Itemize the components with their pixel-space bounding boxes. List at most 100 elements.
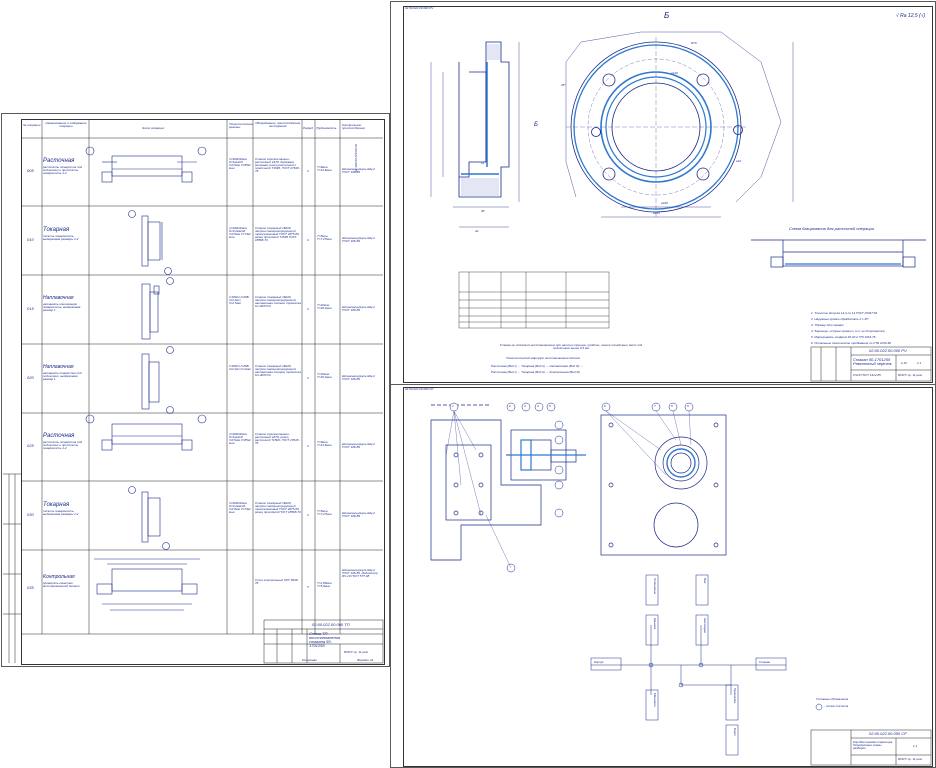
header-control: Контрольное приспособление	[342, 123, 365, 130]
op-desc: точить поверхность, выдерживая размеры 1…	[43, 234, 79, 241]
tree-box-6: Манжета	[653, 693, 657, 707]
op-modes: n=400об/мин S=0,2мм/об t=0,5мм V=74м/мин	[229, 226, 251, 239]
br-frame	[403, 387, 933, 767]
note-4: 4. Заусенцы, острые кромки и т.п. не доп…	[811, 329, 885, 333]
op-num: 035	[27, 585, 34, 590]
dim-inner: ø120	[671, 71, 678, 75]
op-time: Т=5мин Т=7,27мин	[317, 509, 332, 516]
tr-title-group: БГАТУ гр. 11 рем	[898, 373, 922, 377]
top-right-sheet: 02.60.022.00.000 РЧ √ Ra 12,5 (√) Б Б	[390, 1, 936, 385]
op-time: Т=2,68мин Т=5,6мин	[317, 581, 332, 588]
tree-box-2: Подшипник	[653, 578, 657, 595]
br-stamp-code: 02.60.022.00.000 СР	[405, 387, 434, 391]
tree-box-4: Крышка	[653, 618, 657, 630]
callout-1: 1	[452, 404, 454, 408]
br-title-code: 02.60.022.00.000 СР	[869, 731, 907, 736]
note-5: 5. Маркировать шифром 18-20 2.770 1016-7…	[811, 335, 876, 339]
dim-outer: ø184	[653, 211, 660, 215]
op-num: 010	[27, 237, 34, 242]
note-3: 3. *Размер для справок	[811, 323, 844, 327]
op-tooling: Станок горизонтально-расточный 2А78, дер…	[255, 157, 300, 173]
op-modes: n=400об/мин S=0,2мм/об t=0,5мм V=74м/мин	[229, 501, 251, 514]
header-name: Наименование и содержание операции	[45, 121, 87, 128]
callout-6: 6	[604, 404, 606, 408]
op-time: Т=10мин Т=20,4мин	[317, 303, 332, 310]
callout-9: 9	[687, 404, 689, 408]
legend-item: - точка отсчета	[824, 704, 849, 708]
callout-3: 3	[524, 404, 526, 408]
op-desc: точить поверхность, выдерживая размеры 1…	[43, 509, 79, 516]
op-grade: 4	[307, 169, 309, 173]
note-2: 2. Наружные кромки обработать 2 х 45°	[811, 317, 869, 321]
op-desc: наплавить отверстие под подшипник, выдер…	[43, 371, 82, 381]
callout-8: 8	[671, 404, 673, 408]
header-tooling: Оборудование, приспособления, инструмент	[255, 121, 301, 128]
tr-title-scale: 1:1	[917, 361, 922, 365]
op-title: Контрольная	[43, 574, 75, 580]
op-control: Штангенциркуль ШЦ-2 ГОСТ 166-89	[342, 511, 375, 518]
header-num: № операции	[23, 123, 41, 127]
op-modes: I=180А U=26В Vн=1м/ч h=2мм	[229, 364, 251, 371]
op-tooling: Станок токарный 16К20, патрон самоцентри…	[255, 295, 301, 308]
op-time: Т=9мин Т=13,6мин	[317, 165, 332, 172]
callout-2: 2	[509, 404, 511, 408]
tree-box-5: Шестерня	[703, 618, 707, 633]
repair-drawing	[430, 31, 932, 382]
tr-stamp-code: 02.60.022.00.000 РЧ	[405, 6, 434, 10]
dim-bolt: ø10	[736, 159, 742, 163]
bottom-right-sheet: 02.60.022.00.000 СР	[390, 384, 936, 768]
note-bottom-2: Технологический маршрут восстановления д…	[506, 356, 581, 360]
footer-copied: Копировал	[302, 658, 317, 662]
header-sketch: Эскиз операции	[142, 126, 165, 130]
dim-center: ø160	[661, 201, 668, 205]
legend-title: Условные обозначения	[816, 697, 849, 701]
op-desc: расточить отверстия под подшипник и прот…	[43, 165, 83, 175]
title-block-code: 02.60.022.00.000 ТП	[312, 622, 350, 627]
header-modes: Технологические режимы	[229, 122, 253, 129]
op-num: 025	[27, 443, 34, 448]
tree-box-7: Прокладка	[733, 688, 737, 704]
op-title: Наплавочная	[43, 364, 74, 370]
op-title: Расточная	[43, 158, 75, 164]
op-tooling: Станок токарный 16К20, патрон самоцентри…	[255, 226, 300, 242]
header-time: Трудоемкость	[316, 126, 337, 130]
dim-h3: 12	[481, 161, 485, 165]
op-control: Штангенциркуль ШЦ-2 ГОСТ 166-89	[342, 236, 375, 243]
stamp-code-rotated: 02.60.022.00.000 ТП	[354, 144, 358, 173]
caption-base-scheme: Схема базирования для расточной операции	[789, 226, 875, 231]
op-num: 015	[27, 306, 34, 311]
op-grade: 4	[307, 376, 309, 380]
op-grade: 4	[307, 238, 309, 242]
tr-title-code: 02.60.022.00.000 РЧ	[869, 348, 907, 353]
op-title: Расточная	[43, 433, 75, 439]
header-grade: Разряд	[303, 126, 313, 130]
op-time: Т=5мин Т=7,27мин	[317, 234, 332, 241]
op-num: 030	[27, 512, 34, 517]
tree-box-0: Корпус	[594, 660, 604, 664]
br-title-name: Коробка передач трактора. Определение сх…	[853, 740, 894, 750]
op-control: Штангенциркуль ШЦ-2 ГОСТ 166-89	[342, 442, 375, 449]
op-title: Токарная	[43, 227, 70, 233]
op-desc: проверить качество восстановленной детал…	[43, 581, 80, 588]
dim-height: 42	[475, 229, 479, 233]
tr-title-name: Стакан 50-1701255 Ремонтный чертеж	[853, 357, 892, 366]
tree-box-8: Болт	[733, 728, 737, 736]
op-grade: 4	[307, 513, 309, 517]
tr-title-material: СЧ18 ГОСТ 1412-85	[853, 373, 881, 377]
callout-7: 7	[654, 404, 656, 408]
op-title: Наплавочная	[43, 295, 74, 301]
left-frame	[21, 119, 385, 665]
op-time: Т=10мин Т=20,4мин	[317, 372, 332, 379]
tr-title-sheet: 2.10	[901, 361, 907, 365]
op-grade: 4	[307, 307, 309, 311]
op-tooling: Станок токарный 16К20, патрон самоцентри…	[255, 501, 301, 514]
note-1: 1. Точность допуска 14-й по 14 ГОСТ 2534…	[811, 311, 878, 315]
op-title: Токарная	[43, 502, 70, 508]
note-6: 6. Остальные технические требования по С…	[811, 341, 891, 345]
op-desc: расточить отверстия под подшипник и прот…	[43, 440, 83, 450]
op-modes: n=300об/мин S=1мм/об t=0,5мм V=85м/мин	[229, 157, 251, 170]
callout-4: 4	[537, 404, 539, 408]
op-grade: 5	[307, 585, 309, 589]
view-label: Б	[664, 11, 670, 20]
callout-5: 5	[549, 404, 551, 408]
